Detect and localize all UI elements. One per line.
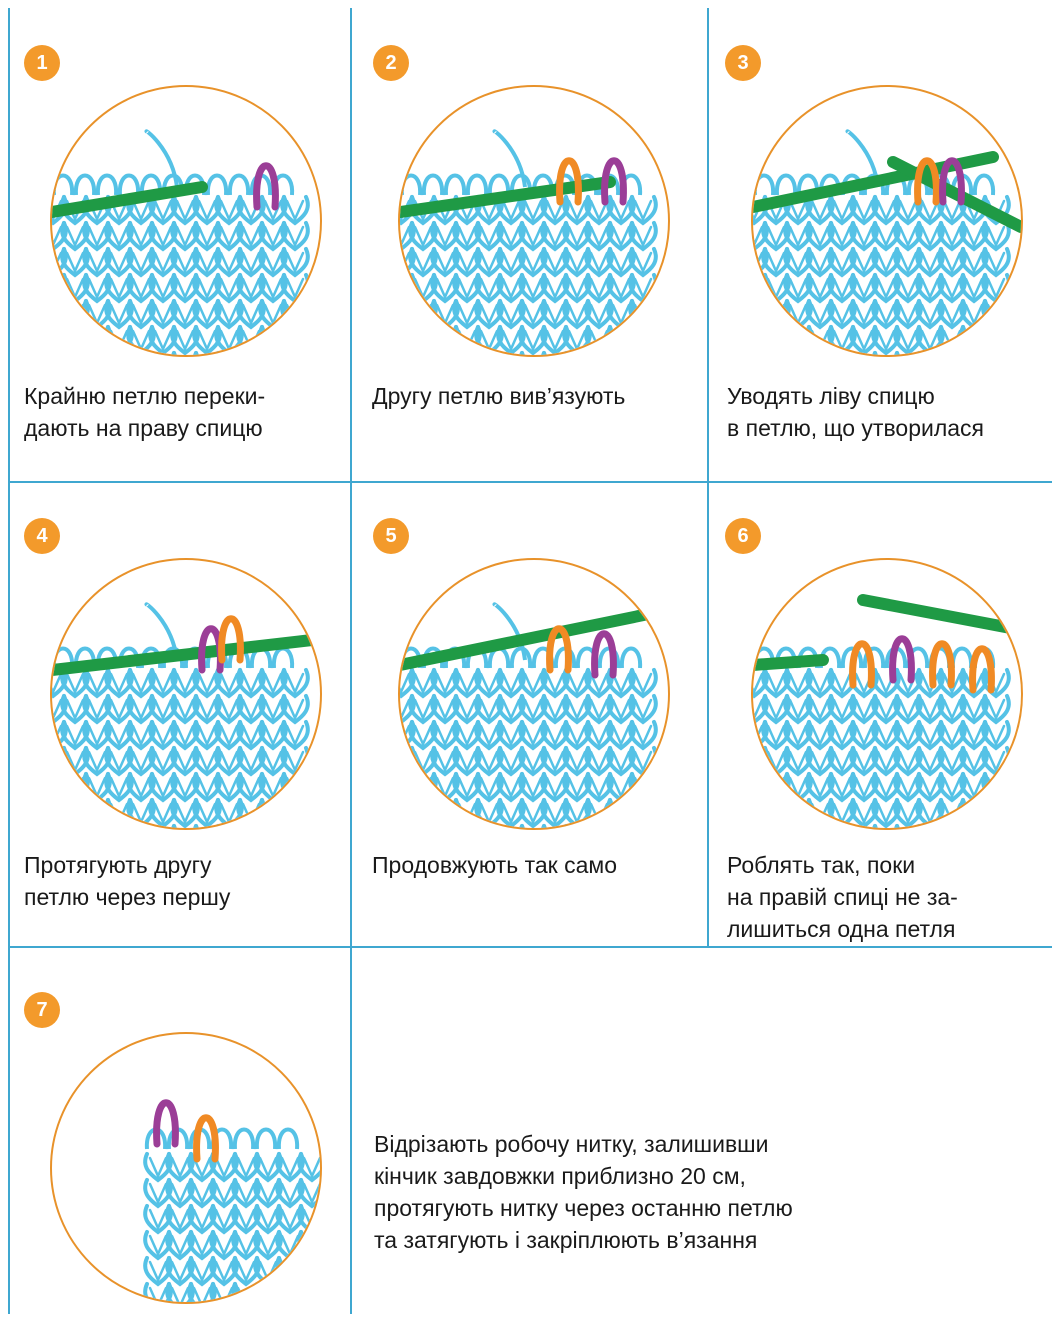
- yarn-tail: [494, 604, 525, 660]
- working-loop: [893, 639, 912, 680]
- step-5-badge: 5: [373, 518, 409, 554]
- knit-fabric: [400, 670, 656, 828]
- step-6-badge: 6: [725, 518, 761, 554]
- step-7-badge: 7: [24, 992, 60, 1028]
- yarn-tail: [146, 131, 177, 187]
- step-6-illustration: [751, 558, 1023, 830]
- step-3-badge: 3: [725, 45, 761, 81]
- knit-fabric: [753, 197, 1009, 355]
- step-3-illustration: [751, 85, 1023, 357]
- step-2-caption: Другу петлю вив’язують: [372, 380, 702, 412]
- knit-fabric: [52, 670, 308, 828]
- step-1-badge: 1: [24, 45, 60, 81]
- instruction-grid: 1 Крайню петлю переки- дають на праву сп…: [8, 8, 1052, 1314]
- needle-loops: [147, 1130, 297, 1150]
- step-4-cell: 4 Протягують другу петлю через першу: [8, 481, 350, 946]
- step-3-caption: Уводять ліву спицю в петлю, що утворилас…: [727, 380, 1052, 444]
- step-7-illustration: [50, 1032, 322, 1304]
- working-loop: [973, 649, 992, 690]
- step-4-illustration: [50, 558, 322, 830]
- knit-fabric: [145, 1154, 320, 1302]
- step-2-cell: 2 Другу петлю вив’язують: [350, 8, 707, 481]
- step-7-caption: Відрізають робочу нитку, залишивши кінчи…: [374, 1128, 1034, 1256]
- step-1-cell: 1 Крайню петлю переки- дають на праву сп…: [8, 8, 350, 481]
- knit-fabric: [753, 670, 1009, 828]
- working-loop: [560, 161, 579, 202]
- working-loop: [197, 1118, 216, 1159]
- step-6-cell: 6 Роблять так, поки на правій спиці не з…: [707, 481, 1052, 946]
- yarn-tail: [494, 131, 525, 187]
- knitting-needle: [753, 660, 823, 665]
- working-loop: [595, 634, 614, 675]
- knit-fabric: [400, 197, 656, 355]
- step-4-caption: Протягують другу петлю через першу: [24, 849, 344, 913]
- step-1-illustration: [50, 85, 322, 357]
- step-6-caption: Роблять так, поки на правій спиці не за-…: [727, 849, 1052, 945]
- step-3-cell: 3 Уводять ліву спицю в петлю, що утворил…: [707, 8, 1052, 481]
- step-5-illustration: [398, 558, 670, 830]
- step-7-cell: 7: [8, 946, 350, 1314]
- step-5-cell: 5 Продовжують так само: [350, 481, 707, 946]
- knit-fabric: [52, 197, 308, 355]
- step-4-badge: 4: [24, 518, 60, 554]
- step-1-caption: Крайню петлю переки- дають на праву спиц…: [24, 380, 344, 444]
- step-5-caption: Продовжують так само: [372, 849, 702, 881]
- knitting-needle: [863, 600, 1021, 630]
- step-2-illustration: [398, 85, 670, 357]
- step-2-badge: 2: [373, 45, 409, 81]
